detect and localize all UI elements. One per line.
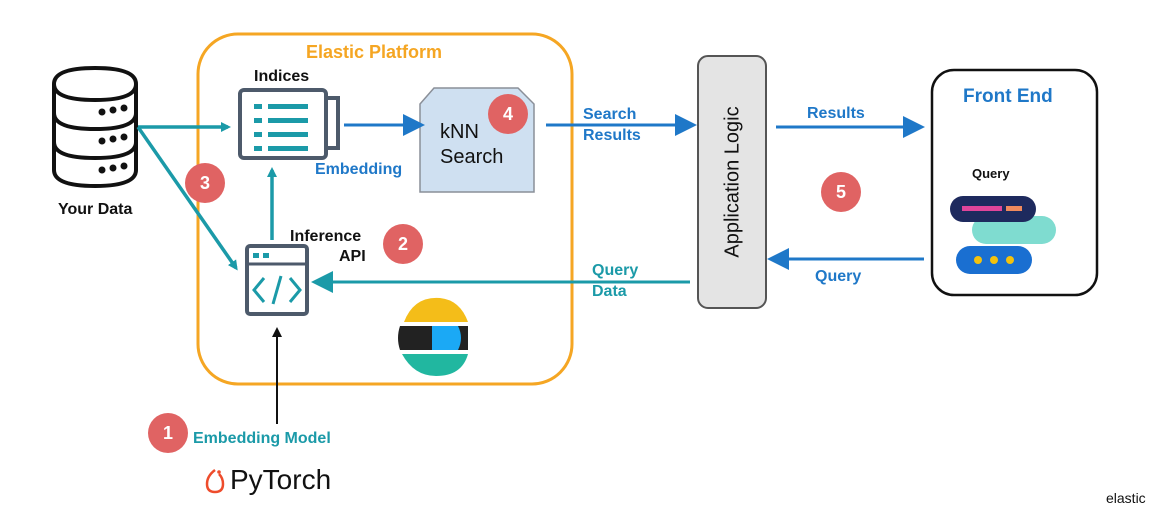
knn-label-line1: kNN — [440, 121, 479, 143]
indices-label: Indices — [254, 68, 310, 85]
application-logic-label: Application Logic — [721, 106, 744, 258]
front-end-title: Front End — [963, 86, 1053, 107]
step-badge-4: 4 — [488, 94, 528, 134]
front-end-box — [930, 68, 1099, 297]
elastic-corner-text: elastic — [1106, 490, 1146, 506]
chat-bubbles-icon — [950, 196, 1056, 274]
pytorch-flame-icon — [205, 469, 225, 494]
search-results-line2: Results — [583, 127, 641, 144]
query-arrow-label: Query — [815, 268, 862, 285]
inference-label-line1: Inference — [290, 228, 362, 245]
platform-title: Elastic Platform — [306, 42, 443, 62]
code-icon — [245, 244, 309, 316]
database-icon — [52, 65, 138, 189]
inference-label-line2: API — [339, 248, 366, 265]
your-data-label: Your Data — [58, 201, 133, 218]
application-logic-box — [697, 55, 767, 309]
step-badge-5: 5 — [821, 172, 861, 212]
elastic-logo — [398, 297, 468, 376]
elastic-platform-box — [196, 32, 574, 386]
embedding-model-label: Embedding Model — [193, 430, 331, 447]
step-badge-1: 1 — [148, 413, 188, 453]
indices-icon — [238, 88, 340, 160]
step-badge-3: 3 — [185, 163, 225, 203]
query-data-line2: Data — [592, 283, 627, 300]
front-end-query-label: Query — [972, 166, 1010, 181]
arrow-data-to-inference — [136, 126, 238, 271]
query-data-line1: Query — [592, 262, 639, 279]
search-results-line1: Search — [583, 106, 637, 123]
results-label: Results — [807, 105, 865, 122]
knn-label-line2: Search — [440, 146, 504, 168]
pytorch-label: PyTorch — [230, 464, 332, 495]
embedding-label: Embedding — [315, 161, 403, 178]
step-badge-2: 2 — [383, 224, 423, 264]
